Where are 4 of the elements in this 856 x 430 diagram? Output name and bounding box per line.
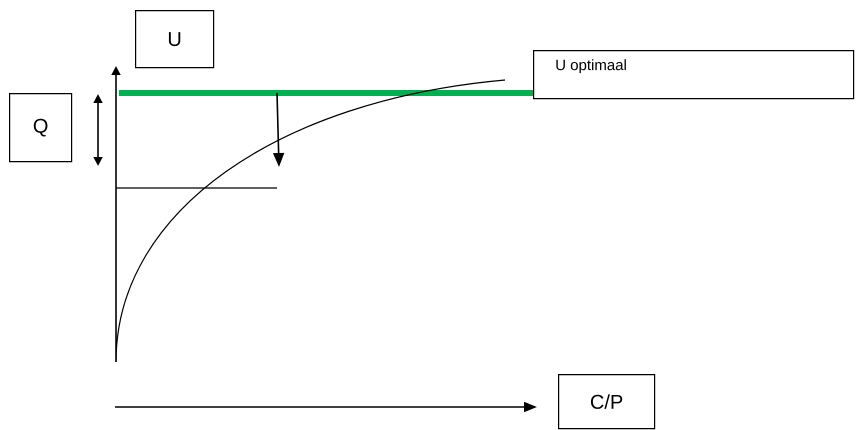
label-box: U bbox=[135, 10, 214, 68]
label-box: Q bbox=[9, 93, 72, 162]
label-box: C/P bbox=[558, 374, 656, 430]
label-box: U optimaal bbox=[533, 50, 854, 100]
